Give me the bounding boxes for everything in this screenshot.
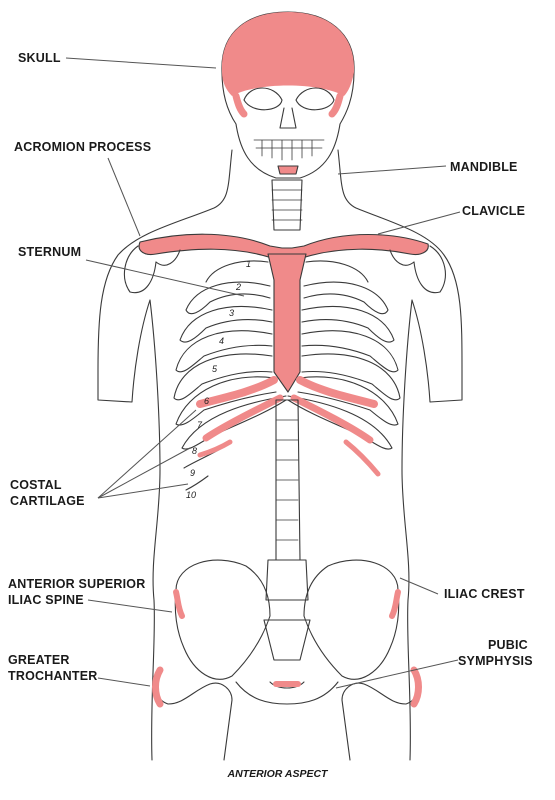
skull: [221, 11, 355, 179]
rib-number-9: 9: [190, 468, 195, 478]
label-skull: SKULL: [18, 51, 61, 65]
rib-number-2: 2: [235, 282, 241, 292]
body-outline: [97, 149, 463, 761]
costal-cartilage: [196, 376, 381, 477]
label-pubic-symphysis-line1: PUBIC: [488, 638, 528, 652]
shoulders: [123, 245, 446, 294]
rib-number-3: 3: [229, 308, 234, 318]
leader-lines: [65, 57, 461, 689]
label-asis-line1: ANTERIOR SUPERIOR: [8, 577, 146, 591]
ribs-right: [287, 260, 401, 450]
rib-number-4: 4: [219, 336, 224, 346]
clavicles: [138, 233, 429, 259]
rib-number-6: 6: [204, 396, 209, 406]
femurs: [152, 666, 422, 761]
label-pubic-symphysis-line2: SYMPHYSIS: [458, 654, 533, 668]
label-asis-line2: ILIAC SPINE: [8, 593, 84, 607]
label-acromion-process: ACROMION PROCESS: [14, 140, 152, 154]
label-greater-trochanter-line1: GREATER: [8, 653, 70, 667]
label-greater-trochanter-line2: TROCHANTER: [8, 669, 98, 683]
caption-anterior-aspect: ANTERIOR ASPECT: [227, 768, 328, 780]
ribs-left: [173, 260, 287, 491]
label-iliac-crest: ILIAC CREST: [444, 587, 525, 601]
label-sternum: STERNUM: [18, 245, 82, 259]
rib-number-10: 10: [186, 490, 196, 500]
pelvis: [173, 559, 401, 705]
rib-number-1: 1: [246, 259, 251, 269]
cervical-spine: [271, 179, 303, 231]
label-clavicle: CLAVICLE: [462, 204, 526, 218]
sternum: [267, 253, 307, 393]
rib-numbers: 1 2 3 4 5 6 7 8 9 10: [186, 259, 251, 500]
vertebral-column: [265, 399, 309, 601]
rib-number-8: 8: [192, 446, 197, 456]
label-costal-cartilage-line2: CARTILAGE: [10, 494, 85, 508]
rib-number-7: 7: [197, 420, 203, 430]
label-costal-cartilage-line1: COSTAL: [10, 478, 62, 492]
rib-number-5: 5: [212, 364, 218, 374]
label-mandible: MANDIBLE: [450, 160, 518, 174]
